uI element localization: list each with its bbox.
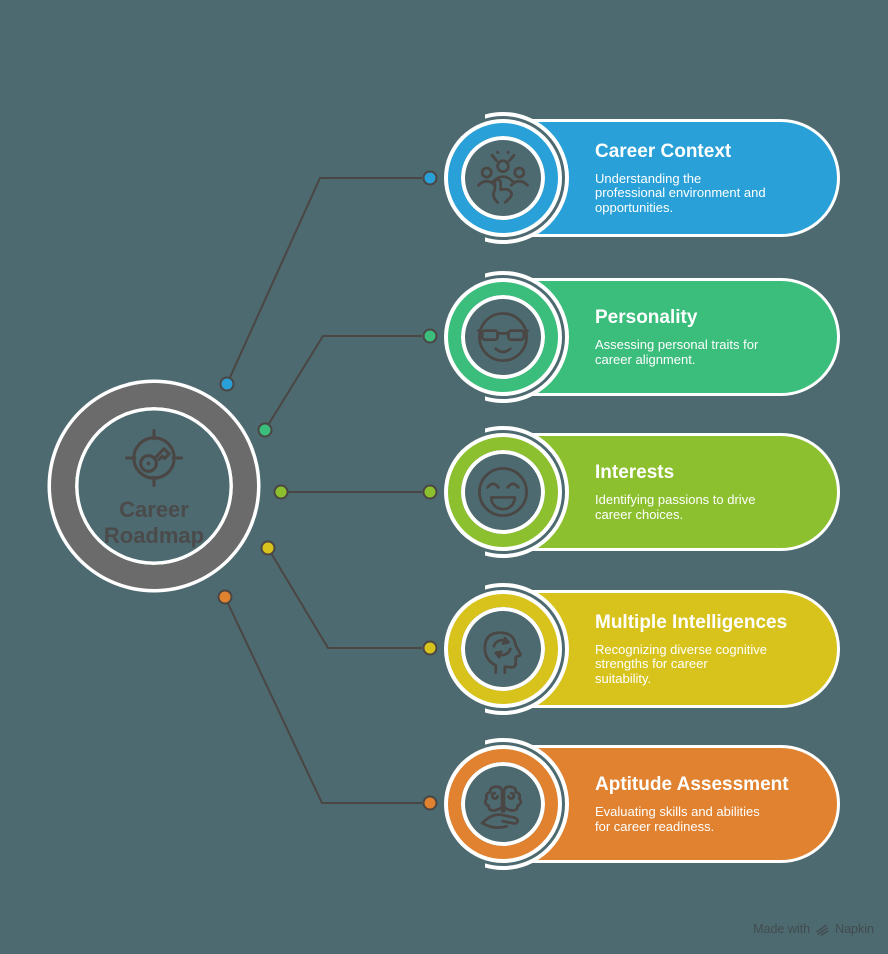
node-dot <box>422 640 438 656</box>
node-description: Assessing personal traits for career ali… <box>595 337 759 367</box>
node-title: Personality <box>595 307 698 328</box>
head-cycle-icon <box>483 631 522 674</box>
napkin-logo-icon <box>816 924 829 936</box>
connector-multiple-intelligences <box>267 547 422 649</box>
node-description: Recognizing diverse cognitive strengths … <box>595 641 767 686</box>
badge-interests <box>448 437 558 547</box>
hub-dot <box>260 540 276 556</box>
cool-face-icon <box>477 312 529 362</box>
node-dot <box>422 484 438 500</box>
watermark[interactable]: Made with Napkin <box>753 922 874 936</box>
laughing-face-icon <box>478 467 528 517</box>
watermark-brand: Napkin <box>835 922 874 936</box>
badge-aptitude-assessment <box>448 749 558 859</box>
node-description: Understanding the professional environme… <box>595 170 766 215</box>
connector-personality <box>264 335 422 431</box>
hub-dot <box>273 484 289 500</box>
connector-aptitude-assessment <box>224 596 422 804</box>
node-title: Interests <box>595 462 675 483</box>
node-career-context: Career Context Understanding the profess… <box>440 112 848 244</box>
hub-career-roadmap: Career Roadmap <box>51 383 257 589</box>
team-select-icon <box>477 150 529 204</box>
node-dot <box>422 795 438 811</box>
hub-dot <box>217 589 233 605</box>
hub-dot <box>257 422 273 438</box>
node-description: Evaluating skills and abilities for care… <box>595 804 760 834</box>
hub-dot <box>219 376 235 392</box>
node-title: Career Context <box>595 140 732 162</box>
connector-career-context <box>226 177 422 385</box>
badge-career-context <box>448 123 558 233</box>
brain-hand-icon <box>480 785 523 830</box>
node-dot <box>422 170 438 186</box>
node-multiple-intelligences: Multiple Intelligences Recognizing diver… <box>440 583 848 715</box>
badge-multiple-intelligences <box>448 594 558 704</box>
node-interests: Interests Identifying passions to drive … <box>440 426 848 558</box>
watermark-prefix: Made with <box>753 922 811 936</box>
node-description: Identifying passions to drive career cho… <box>595 492 756 522</box>
node-aptitude-assessment: Aptitude Assessment Evaluating skills an… <box>440 738 848 870</box>
node-personality: Personality Assessing personal traits fo… <box>440 271 848 403</box>
badge-personality <box>448 282 558 392</box>
target-key-icon <box>124 428 184 488</box>
node-title: Multiple Intelligences <box>595 611 788 633</box>
node-title: Aptitude Assessment <box>595 774 789 795</box>
node-dot <box>422 328 438 344</box>
hub-title: Career Roadmap <box>103 497 205 548</box>
